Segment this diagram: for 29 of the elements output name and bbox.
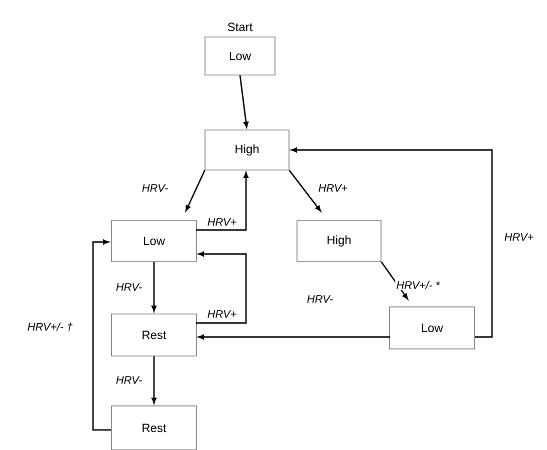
edge-label: HRV+/- † [26, 322, 74, 332]
arrow [288, 170, 321, 212]
state-box: Low [111, 220, 197, 262]
arrow [186, 170, 206, 212]
state-box: Rest [111, 406, 197, 450]
arrow [152, 356, 156, 404]
arrow [198, 334, 390, 340]
arrow [196, 172, 248, 231]
state-box: High [296, 220, 382, 262]
state-box: Low [204, 36, 276, 76]
edge-label: HRV+ [206, 309, 238, 319]
state-box: High [204, 130, 290, 170]
edge-label: HRV- [306, 294, 334, 304]
edge-label: HRV- [114, 375, 144, 385]
edge-label: HRV- [140, 183, 170, 193]
arrow [196, 252, 247, 324]
state-box: Low [389, 306, 475, 350]
edge-label: HRV+ [503, 232, 535, 242]
arrow [380, 261, 408, 300]
edge-label: HRV+/- * [395, 280, 441, 290]
edge-label: HRV- [114, 282, 144, 292]
edge-label: HRV+ [206, 217, 238, 227]
edge-label: HRV+ [317, 183, 349, 193]
start-label: Start [228, 22, 253, 32]
arrow [291, 148, 493, 338]
arrow [239, 75, 249, 128]
arrow [152, 262, 156, 312]
arrow [92, 240, 111, 431]
state-box: Rest [111, 314, 197, 356]
